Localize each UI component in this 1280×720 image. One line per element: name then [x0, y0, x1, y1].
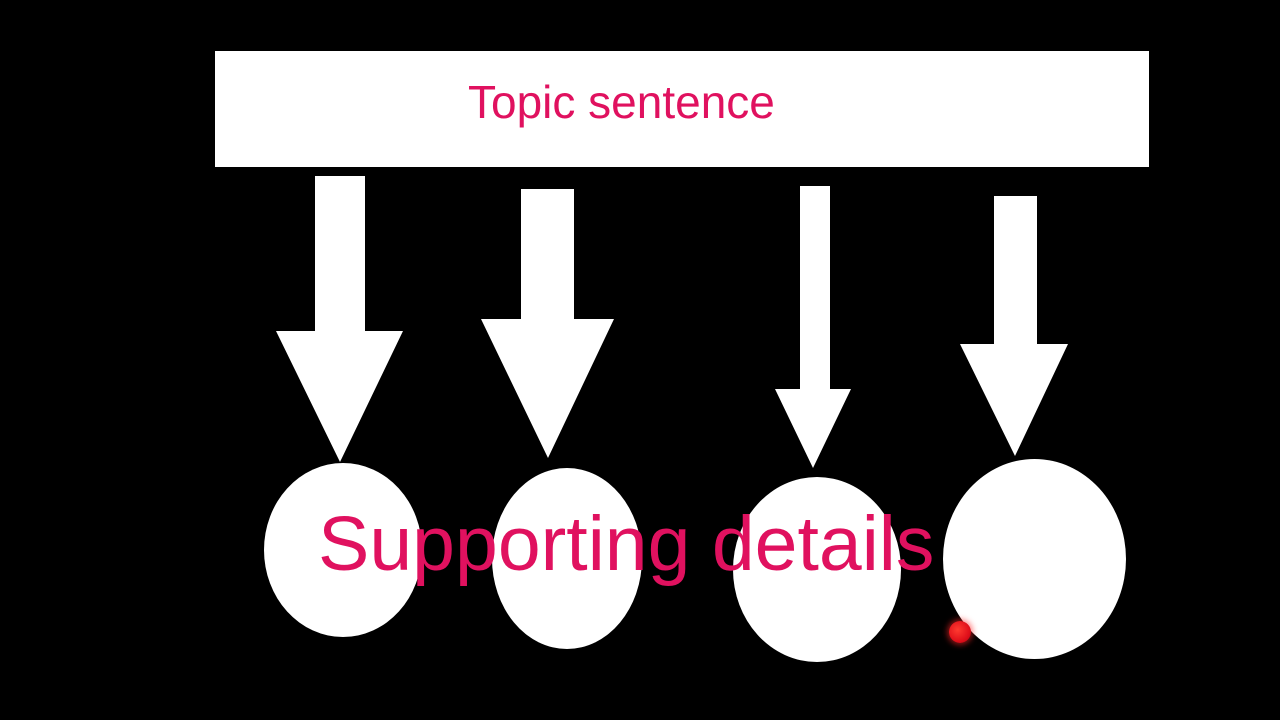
supporting-details-label: Supporting details — [318, 501, 935, 587]
supporting-detail-circle-3 — [733, 477, 901, 662]
supporting-detail-circle-4 — [943, 459, 1126, 659]
laser-pointer-icon — [949, 621, 971, 643]
down-arrow-icon — [775, 186, 851, 468]
topic-sentence-box — [215, 51, 1149, 167]
supporting-detail-circle-1 — [264, 463, 422, 637]
supporting-detail-circle-2 — [492, 468, 642, 649]
down-arrow-icon — [481, 189, 614, 458]
down-arrow-icon — [960, 196, 1068, 456]
topic-sentence-label: Topic sentence — [468, 76, 775, 128]
down-arrow-icon — [276, 176, 403, 462]
